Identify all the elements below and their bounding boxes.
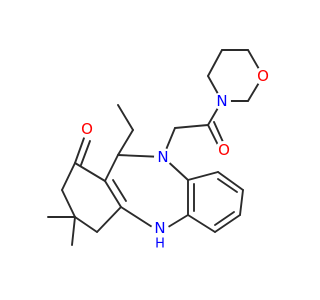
- bond-c3-methyl-b: [71, 216, 76, 246]
- bond-c3-c4: [74, 216, 98, 233]
- bond-c11a-c4a-second: [112, 179, 127, 202]
- ketone-oxygen-label: O: [81, 120, 93, 138]
- atom-label-layer: O N N H O N O: [78, 67, 272, 252]
- bond-c1-ketone-o-second: [80, 140, 91, 166]
- bond-c11a-c4a: [104, 180, 122, 208]
- diazepine-nitrogen-label: N: [157, 148, 168, 166]
- bond-benzene-2-inner: [217, 178, 238, 193]
- bond-ethyl-ch3-ch2: [117, 104, 134, 131]
- bond-benzene-5: [187, 214, 216, 233]
- bond-c11-c11a: [104, 154, 119, 182]
- diazepine-nitrogen-bg: [154, 148, 172, 166]
- amine-nitrogen-bg: [150, 222, 170, 242]
- bond-benzene-3: [239, 189, 244, 216]
- bond-c1-c2: [61, 162, 76, 191]
- bond-benzene-4-inner: [214, 211, 235, 226]
- morpholine-nitrogen-label: N: [216, 92, 227, 110]
- bond-benzene-1: [187, 171, 219, 181]
- bond-c2-c3: [61, 189, 76, 218]
- bond-c1-ketone-o: [74, 137, 85, 164]
- ketone-oxygen-bg: [78, 120, 96, 138]
- bond-amide-c-o: [207, 124, 219, 146]
- amide-oxygen-bg: [215, 141, 233, 159]
- bond-amide-c-o-second: [213, 121, 224, 143]
- bond-benzene-2: [217, 171, 244, 191]
- bond-benzene-4: [214, 214, 241, 233]
- morpholine-oxygen-label: O: [257, 67, 269, 85]
- morpholine-nitrogen-bg: [213, 92, 231, 110]
- bond-ethyl-ch2-c11: [117, 129, 134, 156]
- morpholine-oxygen-bg: [254, 67, 272, 85]
- bond-c11a-c1: [74, 162, 106, 182]
- bond-ch2-amide-c: [174, 124, 209, 129]
- molecule-structure-diagram: O N N H O N O: [47, 49, 272, 252]
- amide-oxygen-label: O: [218, 141, 230, 159]
- bond-c4-c4a: [96, 206, 122, 233]
- bond-morpholine-2: [207, 49, 223, 77]
- amine-hydrogen-label: H: [155, 237, 165, 252]
- amine-nitrogen-label: N: [154, 219, 165, 237]
